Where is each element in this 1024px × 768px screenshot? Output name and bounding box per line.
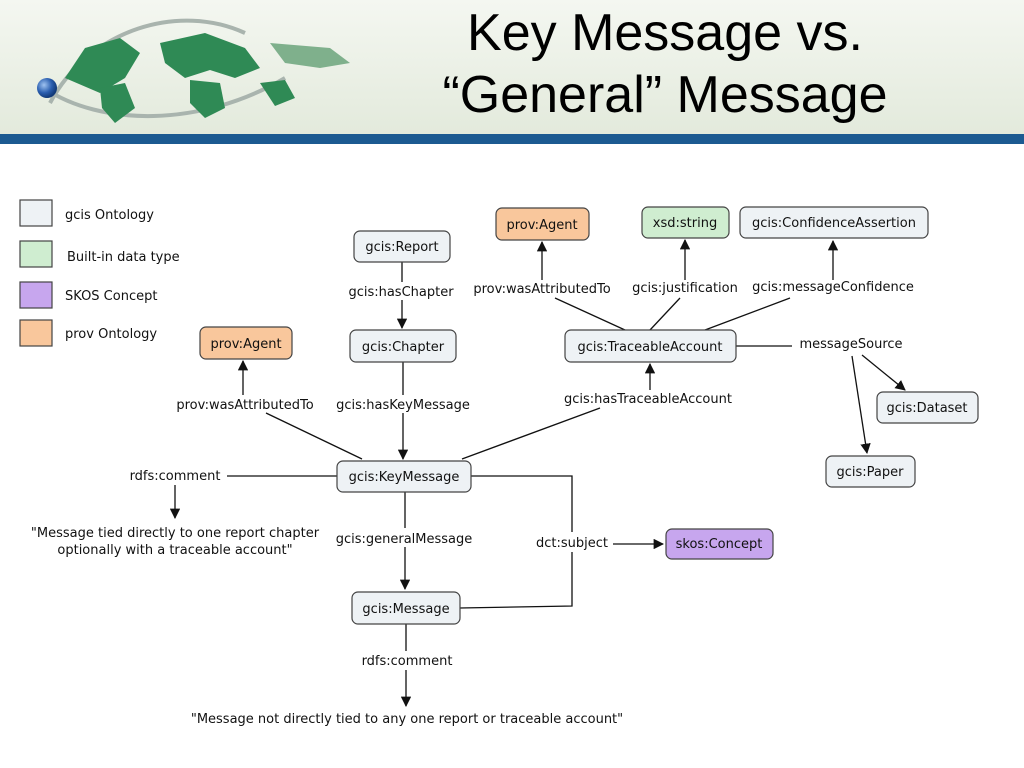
legend-swatch-built-in-data-type	[19, 240, 53, 268]
node-gcis-confidence-assertion: gcis:ConfidenceAssertion	[739, 206, 929, 239]
label-has-key-message: gcis:hasKeyMessage	[336, 398, 470, 413]
node-gcis-dataset: gcis:Dataset	[876, 391, 979, 424]
edge-message-source-paper	[851, 355, 871, 455]
node-gcis-paper-label: gcis:Paper	[837, 465, 905, 480]
node-skos-concept: skos:Concept	[665, 528, 774, 560]
label-general-message: gcis:generalMessage	[336, 532, 473, 547]
node-gcis-report: gcis:Report	[353, 230, 451, 263]
node-prov-agent-left: prov:Agent	[199, 326, 293, 360]
node-xsd-string: xsd:string	[641, 206, 730, 239]
comment-key-message-line-2: optionally with a traceable account"	[57, 543, 292, 558]
label-dct-subject: dct:subject	[536, 536, 608, 551]
slide-title: Key Message vs. “General” Message	[380, 2, 950, 126]
node-prov-agent-top-label: prov:Agent	[506, 218, 577, 233]
edge-message-confidence-lower	[704, 297, 791, 331]
node-gcis-chapter-label: gcis:Chapter	[362, 340, 445, 355]
node-gcis-message-label: gcis:Message	[362, 602, 449, 617]
node-skos-concept-label: skos:Concept	[676, 537, 763, 552]
node-gcis-message: gcis:Message	[351, 591, 461, 625]
edge-attributed-left-lower	[265, 412, 363, 460]
comment-key-message-line-1: "Message tied directly to one report cha…	[31, 526, 320, 541]
comments: "Message tied directly to one report cha…	[31, 526, 623, 727]
label-was-attributed-to-left: prov:wasAttributedTo	[176, 398, 313, 413]
node-gcis-traceable-account-label: gcis:TraceableAccount	[578, 340, 723, 355]
legend-label-built-in-data-type: Built-in data type	[67, 250, 180, 265]
legend-swatch-skos-concept	[19, 281, 53, 309]
label-message-source: messageSource	[799, 337, 902, 352]
node-gcis-chapter: gcis:Chapter	[349, 329, 457, 363]
node-gcis-paper: gcis:Paper	[825, 455, 916, 488]
node-gcis-confidence-assertion-label: gcis:ConfidenceAssertion	[752, 216, 916, 231]
label-justification: gcis:justification	[632, 281, 738, 296]
legend-label-skos-concept: SKOS Concept	[65, 289, 157, 304]
node-xsd-string-label: xsd:string	[653, 216, 717, 231]
edge-justification-lower	[649, 297, 681, 331]
title-line-1: Key Message vs.	[467, 4, 863, 62]
title-line-2: “General” Message	[442, 66, 888, 124]
globe-map-logo-icon	[37, 18, 350, 123]
legend-swatch-gcis-ontology	[19, 199, 53, 227]
node-gcis-traceable-account: gcis:TraceableAccount	[564, 329, 737, 363]
node-gcis-dataset-label: gcis:Dataset	[886, 401, 967, 416]
legend-swatch-prov-ontology	[19, 319, 53, 347]
label-has-traceable-account: gcis:hasTraceableAccount	[564, 392, 732, 407]
node-gcis-key-message-label: gcis:KeyMessage	[349, 470, 460, 485]
label-rdfs-comment-key: rdfs:comment	[130, 469, 221, 484]
label-has-chapter: gcis:hasChapter	[348, 285, 454, 300]
ontology-diagram: gcis Ontology Built-in data type SKOS Co…	[19, 199, 979, 727]
comment-general-message: "Message not directly tied to any one re…	[191, 712, 623, 727]
node-gcis-key-message: gcis:KeyMessage	[336, 460, 472, 493]
label-message-confidence: gcis:messageConfidence	[752, 280, 914, 295]
label-was-attributed-to-top: prov:wasAttributedTo	[473, 282, 610, 297]
label-rdfs-comment-msg: rdfs:comment	[362, 654, 453, 669]
edge-dct-subject-message	[459, 552, 573, 609]
header-accent-bar	[0, 134, 1024, 144]
node-gcis-report-label: gcis:Report	[365, 240, 438, 255]
edge-message-source-dataset	[861, 354, 906, 391]
edge-has-traceable-lower	[461, 407, 601, 460]
edge-dct-subject-key	[471, 475, 573, 532]
edges	[169, 238, 906, 708]
legend-label-gcis-ontology: gcis Ontology	[65, 208, 154, 223]
node-prov-agent-left-label: prov:Agent	[210, 337, 281, 352]
nodes: gcis:Report gcis:Chapter gcis:KeyMessage…	[199, 206, 979, 625]
node-prov-agent-top: prov:Agent	[495, 207, 590, 241]
legend: gcis Ontology Built-in data type SKOS Co…	[19, 199, 180, 347]
legend-label-prov-ontology: prov Ontology	[65, 327, 157, 342]
edge-attributed-top-lower	[554, 297, 626, 331]
edge-labels: gcis:hasChapter gcis:hasKeyMessage prov:…	[130, 280, 914, 669]
